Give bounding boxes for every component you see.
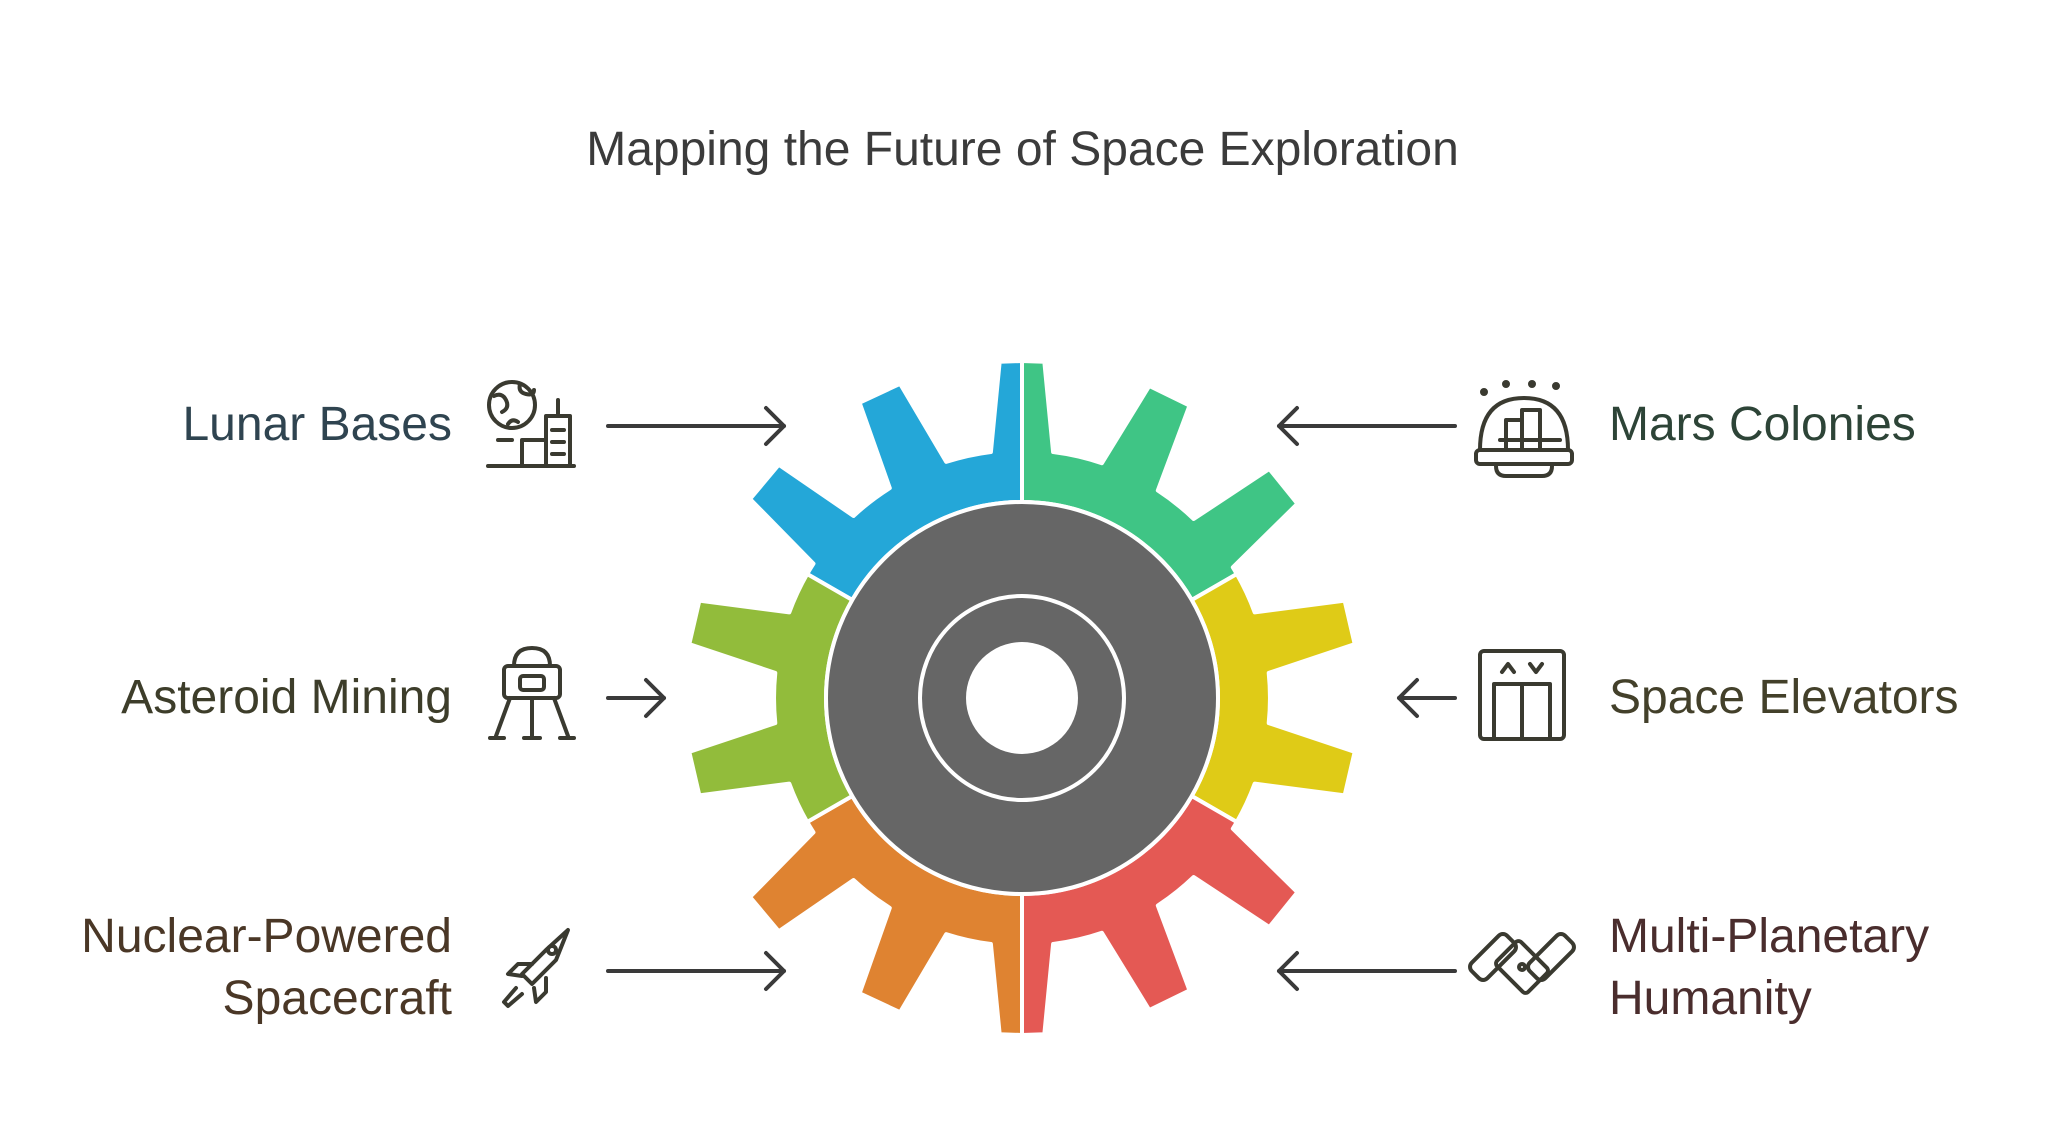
label-space-elevators: Space Elevators	[1609, 667, 1959, 729]
arrow-multi-planetary-humanity	[1277, 951, 1457, 991]
lander-icon	[488, 646, 576, 740]
arrow-lunar-bases	[606, 406, 786, 446]
diagram-title: Mapping the Future of Space Exploration	[586, 123, 1459, 176]
rocket-icon	[502, 928, 570, 1008]
satellite-icon	[1468, 932, 1576, 995]
label-multi-line-1: Multi-Planetary	[1609, 910, 1930, 963]
label-lunar-bases: Lunar Bases	[182, 394, 452, 456]
label-nuclear-line-2: Spacecraft	[222, 972, 452, 1025]
hub-center-hole	[966, 642, 1078, 754]
label-mars-colonies: Mars Colonies	[1609, 394, 1916, 456]
gear-hub	[824, 500, 1220, 896]
gear	[687, 359, 1357, 1037]
arrow-asteroid-mining	[606, 678, 666, 718]
label-multi-line-2: Humanity	[1609, 972, 1812, 1025]
label-nuclear-line-1: Nuclear-Powered	[81, 910, 452, 963]
label-asteroid-mining-text: Asteroid Mining	[121, 671, 452, 724]
label-nuclear-powered-spacecraft: Nuclear-Powered Spacecraft	[81, 906, 452, 1030]
label-asteroid-mining: Asteroid Mining	[121, 667, 452, 729]
arrow-nuclear-powered-spacecraft	[606, 951, 786, 991]
label-mars-colonies-text: Mars Colonies	[1609, 398, 1916, 451]
label-lunar-bases-text: Lunar Bases	[182, 398, 452, 451]
arrow-mars-colonies	[1277, 406, 1457, 446]
label-multi-planetary-humanity: Multi-Planetary Humanity	[1609, 906, 1929, 1030]
dome-city-icon	[1474, 380, 1574, 478]
elevator-icon	[1478, 649, 1566, 741]
label-space-elevators-text: Space Elevators	[1609, 671, 1959, 724]
arrow-space-elevators	[1397, 678, 1457, 718]
globe-city-icon	[486, 380, 576, 468]
